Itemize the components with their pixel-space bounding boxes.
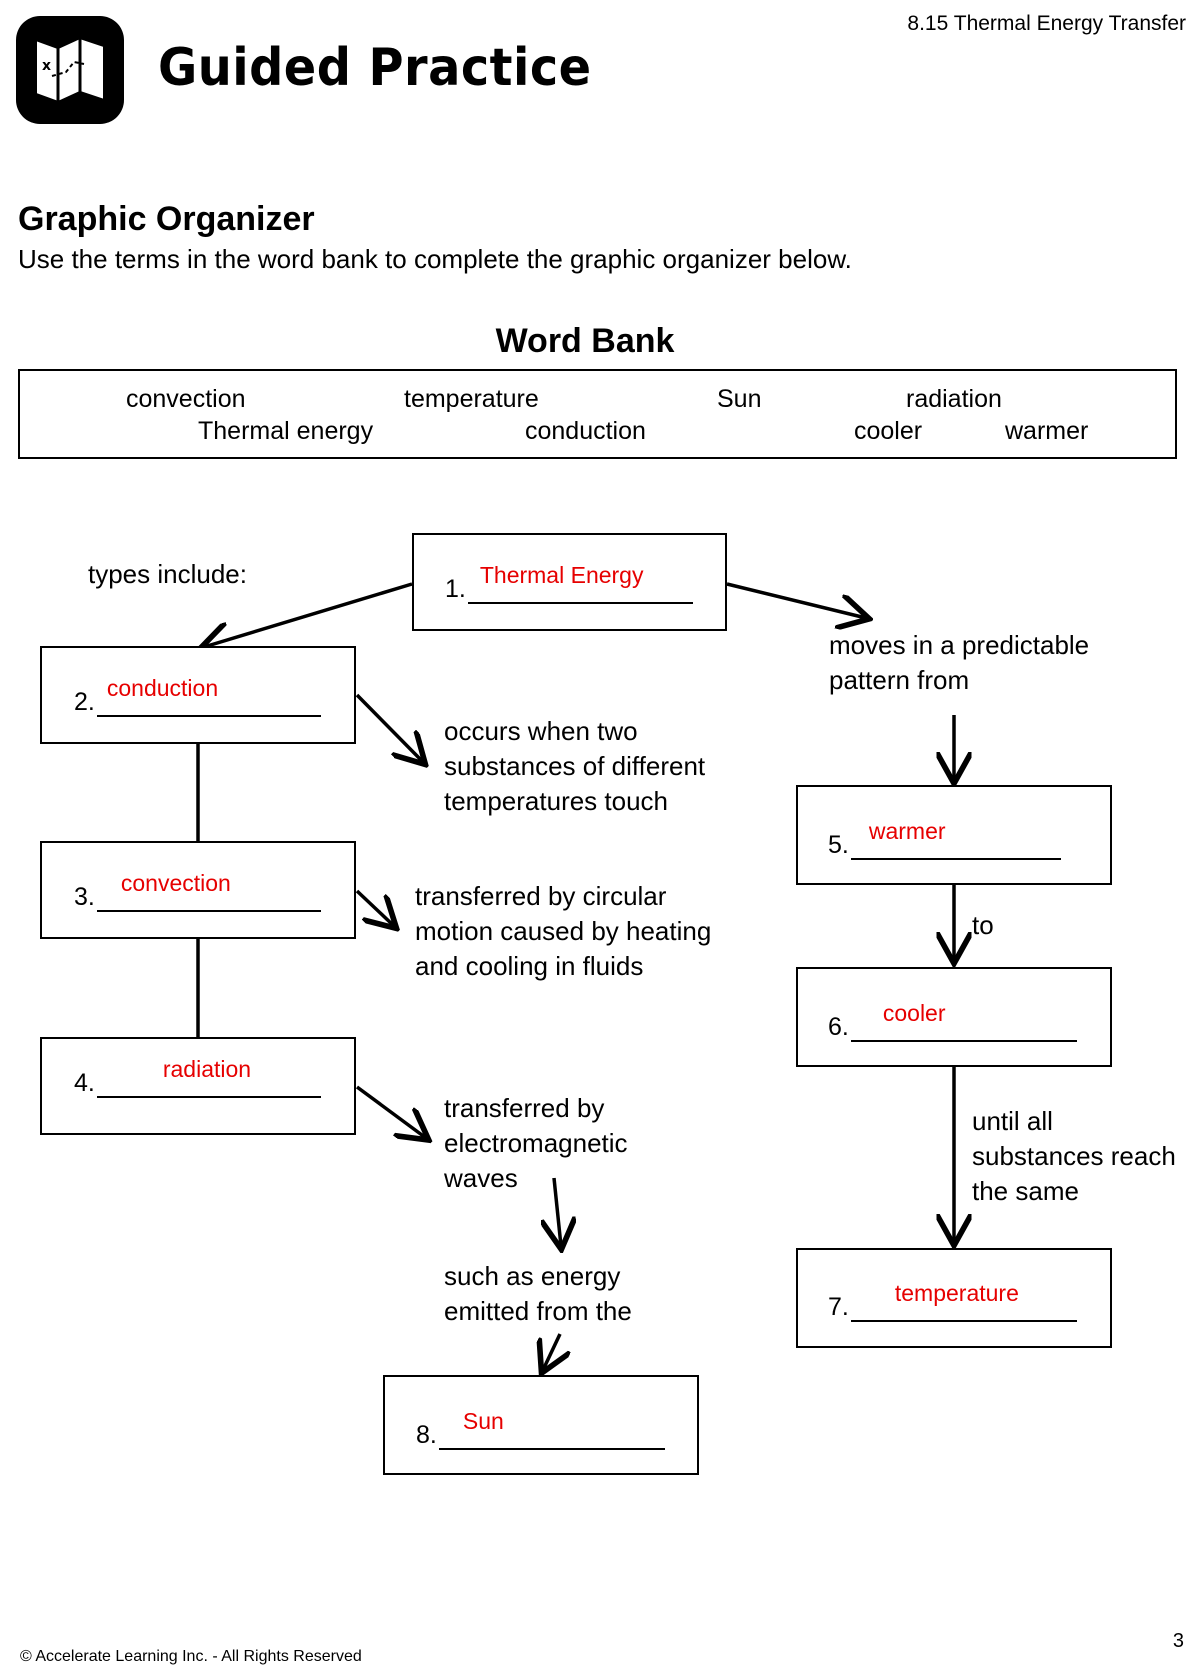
word-bank-term: temperature — [404, 385, 539, 413]
answer-text: temperature — [894, 1280, 1019, 1306]
types-include-label: types include: — [88, 559, 247, 589]
answer-blank-8[interactable]: 8. Sun — [416, 1408, 665, 1450]
box-number: 1. — [445, 575, 466, 603]
course-note: 8.15 Thermal Energy Transfer — [907, 12, 1186, 35]
organizer-box-8 — [383, 1375, 699, 1475]
box-number: 2. — [74, 688, 95, 716]
word-bank-term: Thermal energy — [198, 417, 374, 445]
word-bank-term: cooler — [854, 417, 923, 445]
instructions: Use the terms in the word bank to comple… — [18, 244, 852, 274]
page-number: 3 — [1172, 1630, 1184, 1652]
answer-blank-6[interactable]: 6. cooler — [828, 1000, 1077, 1042]
word-bank-term: warmer — [1005, 417, 1089, 445]
word-bank-term: conduction — [525, 417, 646, 445]
answer-blank-4[interactable]: 4. radiation — [74, 1056, 321, 1098]
word-bank-term: radiation — [906, 385, 1002, 413]
organizer-box-3 — [40, 841, 356, 939]
conduction-description: occurs when two substances of different … — [444, 716, 706, 816]
box-number: 3. — [74, 883, 95, 911]
answer-blank-7[interactable]: 7. temperature — [828, 1280, 1077, 1322]
answer-blank-2[interactable]: 2. conduction — [74, 675, 321, 717]
answer-text: Thermal Energy — [479, 562, 644, 588]
box-number: 7. — [828, 1293, 849, 1321]
answer-blank-3[interactable]: 3. convection — [74, 870, 321, 912]
answer-blank-5[interactable]: 5. warmer — [828, 818, 1061, 860]
answer-blank-1[interactable]: 1. Thermal Energy — [445, 562, 693, 604]
answer-text: conduction — [106, 675, 219, 701]
to-label: to — [972, 910, 994, 940]
word-bank-term: convection — [126, 385, 246, 413]
answer-text: radiation — [162, 1056, 252, 1082]
convection-description: transferred by circular motion caused by… — [415, 881, 712, 981]
answer-text: cooler — [882, 1000, 946, 1026]
map-icon: x — [16, 16, 124, 124]
word-bank-title: Word Bank — [495, 322, 675, 360]
word-bank-term: Sun — [717, 385, 762, 413]
organizer-box-1 — [412, 533, 727, 631]
box-number: 5. — [828, 831, 849, 859]
organizer-box-4 — [40, 1037, 356, 1135]
moves-label: moves in a predictable pattern from — [829, 630, 1090, 695]
svg-text:x: x — [42, 58, 51, 74]
answer-text: convection — [120, 870, 231, 896]
section-title: Graphic Organizer — [18, 200, 315, 238]
organizer-box-7 — [796, 1248, 1112, 1348]
such-as-label: such as energy emitted from the — [444, 1261, 632, 1326]
organizer-box-2 — [40, 646, 356, 744]
page-title: Guided Practice — [158, 38, 592, 98]
radiation-description: transferred by electromagnetic waves — [444, 1093, 628, 1193]
box-number: 4. — [74, 1069, 95, 1097]
until-label: until all substances reach the same — [972, 1106, 1176, 1206]
organizer-box-5 — [796, 785, 1112, 885]
box-number: 6. — [828, 1013, 849, 1041]
copyright-footer: © Accelerate Learning Inc. - All Rights … — [20, 1648, 362, 1665]
word-bank: convection temperature Sun radiation The… — [18, 369, 1177, 459]
answer-text: warmer — [868, 818, 946, 844]
box-number: 8. — [416, 1421, 437, 1449]
answer-text: Sun — [462, 1408, 504, 1434]
organizer-box-6 — [796, 967, 1112, 1067]
